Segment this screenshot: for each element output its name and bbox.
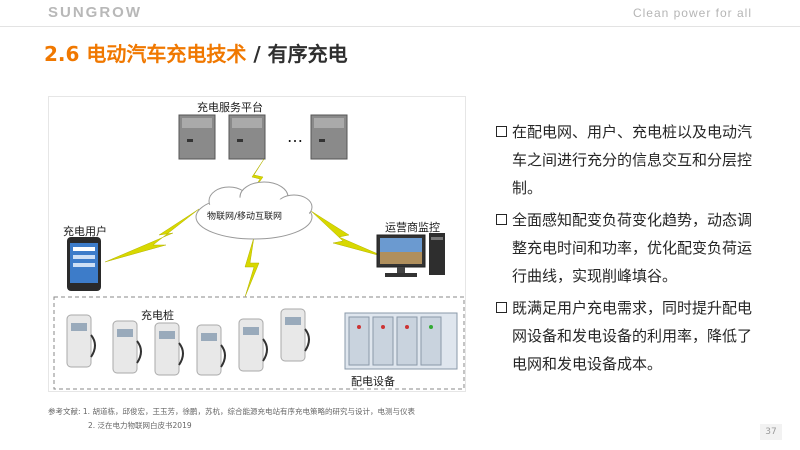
charging-pile-icon — [280, 308, 310, 362]
reference-line-1: 参考文献: 1. 胡道栋，邱俊宏，王玉芳，徐鹏，苏杭，综合能源充电站有序充电策略… — [48, 407, 415, 416]
slide-title: 2.6 电动汽车充电技术 / 有序充电 — [44, 38, 348, 67]
title-main: 2.6 电动汽车充电技术 — [44, 42, 247, 66]
server-icon — [310, 114, 348, 160]
operator-label: 运营商监控 — [385, 221, 440, 234]
charging-pile-icon — [154, 322, 184, 376]
bullet-text: 既满足用户充电需求，同时提升配电网设备和发电设备的利用率，降低了电网和发电设备成… — [512, 299, 753, 373]
references: 参考文献: 1. 胡道栋，邱俊宏，王玉芳，徐鹏，苏杭，综合能源充电站有序充电策略… — [48, 405, 415, 433]
phone-icon — [67, 237, 101, 291]
platform-label: 充电服务平台 — [197, 101, 263, 114]
lightning-icon — [244, 236, 260, 298]
bullet-text: 在配电网、用户、充电桩以及电动汽车之间进行充分的信息交互和分层控制。 — [512, 123, 753, 197]
lightning-icon — [310, 210, 386, 258]
server-icon — [178, 114, 216, 160]
cloud-icon — [195, 181, 313, 240]
charging-station-boundary — [53, 296, 465, 390]
lightning-icon — [104, 208, 200, 263]
bullet-item: 在配电网、用户、充电桩以及电动汽车之间进行充分的信息交互和分层控制。 — [496, 118, 766, 202]
charging-network-diagram: 充电服务平台 … 物联网/移动互联网 充电用户 运营商监控 充电桩 配电设备 — [48, 96, 466, 392]
tagline: Clean power for all — [632, 6, 752, 20]
distribution-cabinet-icon — [344, 312, 458, 370]
reference-line-2: 2. 泛在电力物联网白皮书2019 — [88, 421, 192, 430]
cloud-label: 物联网/移动互联网 — [207, 212, 283, 222]
charging-pile-icon — [66, 314, 96, 368]
distribution-label: 配电设备 — [351, 375, 395, 388]
checkbox-bullet-icon — [496, 214, 507, 225]
bullet-list: 在配电网、用户、充电桩以及电动汽车之间进行充分的信息交互和分层控制。 全面感知配… — [496, 118, 766, 382]
bullet-item: 全面感知配变负荷变化趋势，动态调整充电时间和功率，优化配变负荷运行曲线，实现削峰… — [496, 206, 766, 290]
charging-pile-icon — [196, 324, 226, 376]
monitor-icon — [376, 233, 445, 277]
user-label: 充电用户 — [63, 225, 107, 238]
top-bar: SUNGROW Clean power for all — [0, 0, 800, 28]
charging-pile-icon — [238, 318, 268, 372]
diagram-canvas — [53, 114, 465, 390]
pile-label: 充电桩 — [141, 309, 174, 322]
checkbox-bullet-icon — [496, 302, 507, 313]
server-icon — [228, 114, 266, 160]
brand-logo: SUNGROW — [48, 4, 142, 21]
bullet-item: 既满足用户充电需求，同时提升配电网设备和发电设备的利用率，降低了电网和发电设备成… — [496, 294, 766, 378]
charging-pile-icon — [112, 320, 142, 374]
title-separator: / — [246, 42, 268, 66]
checkbox-bullet-icon — [496, 126, 507, 137]
header-divider — [0, 26, 800, 27]
page-number: 37 — [760, 424, 782, 440]
ellipsis-label: … — [287, 127, 303, 146]
bullet-text: 全面感知配变负荷变化趋势，动态调整充电时间和功率，优化配变负荷运行曲线，实现削峰… — [512, 211, 753, 285]
title-sub: 有序充电 — [267, 42, 348, 66]
